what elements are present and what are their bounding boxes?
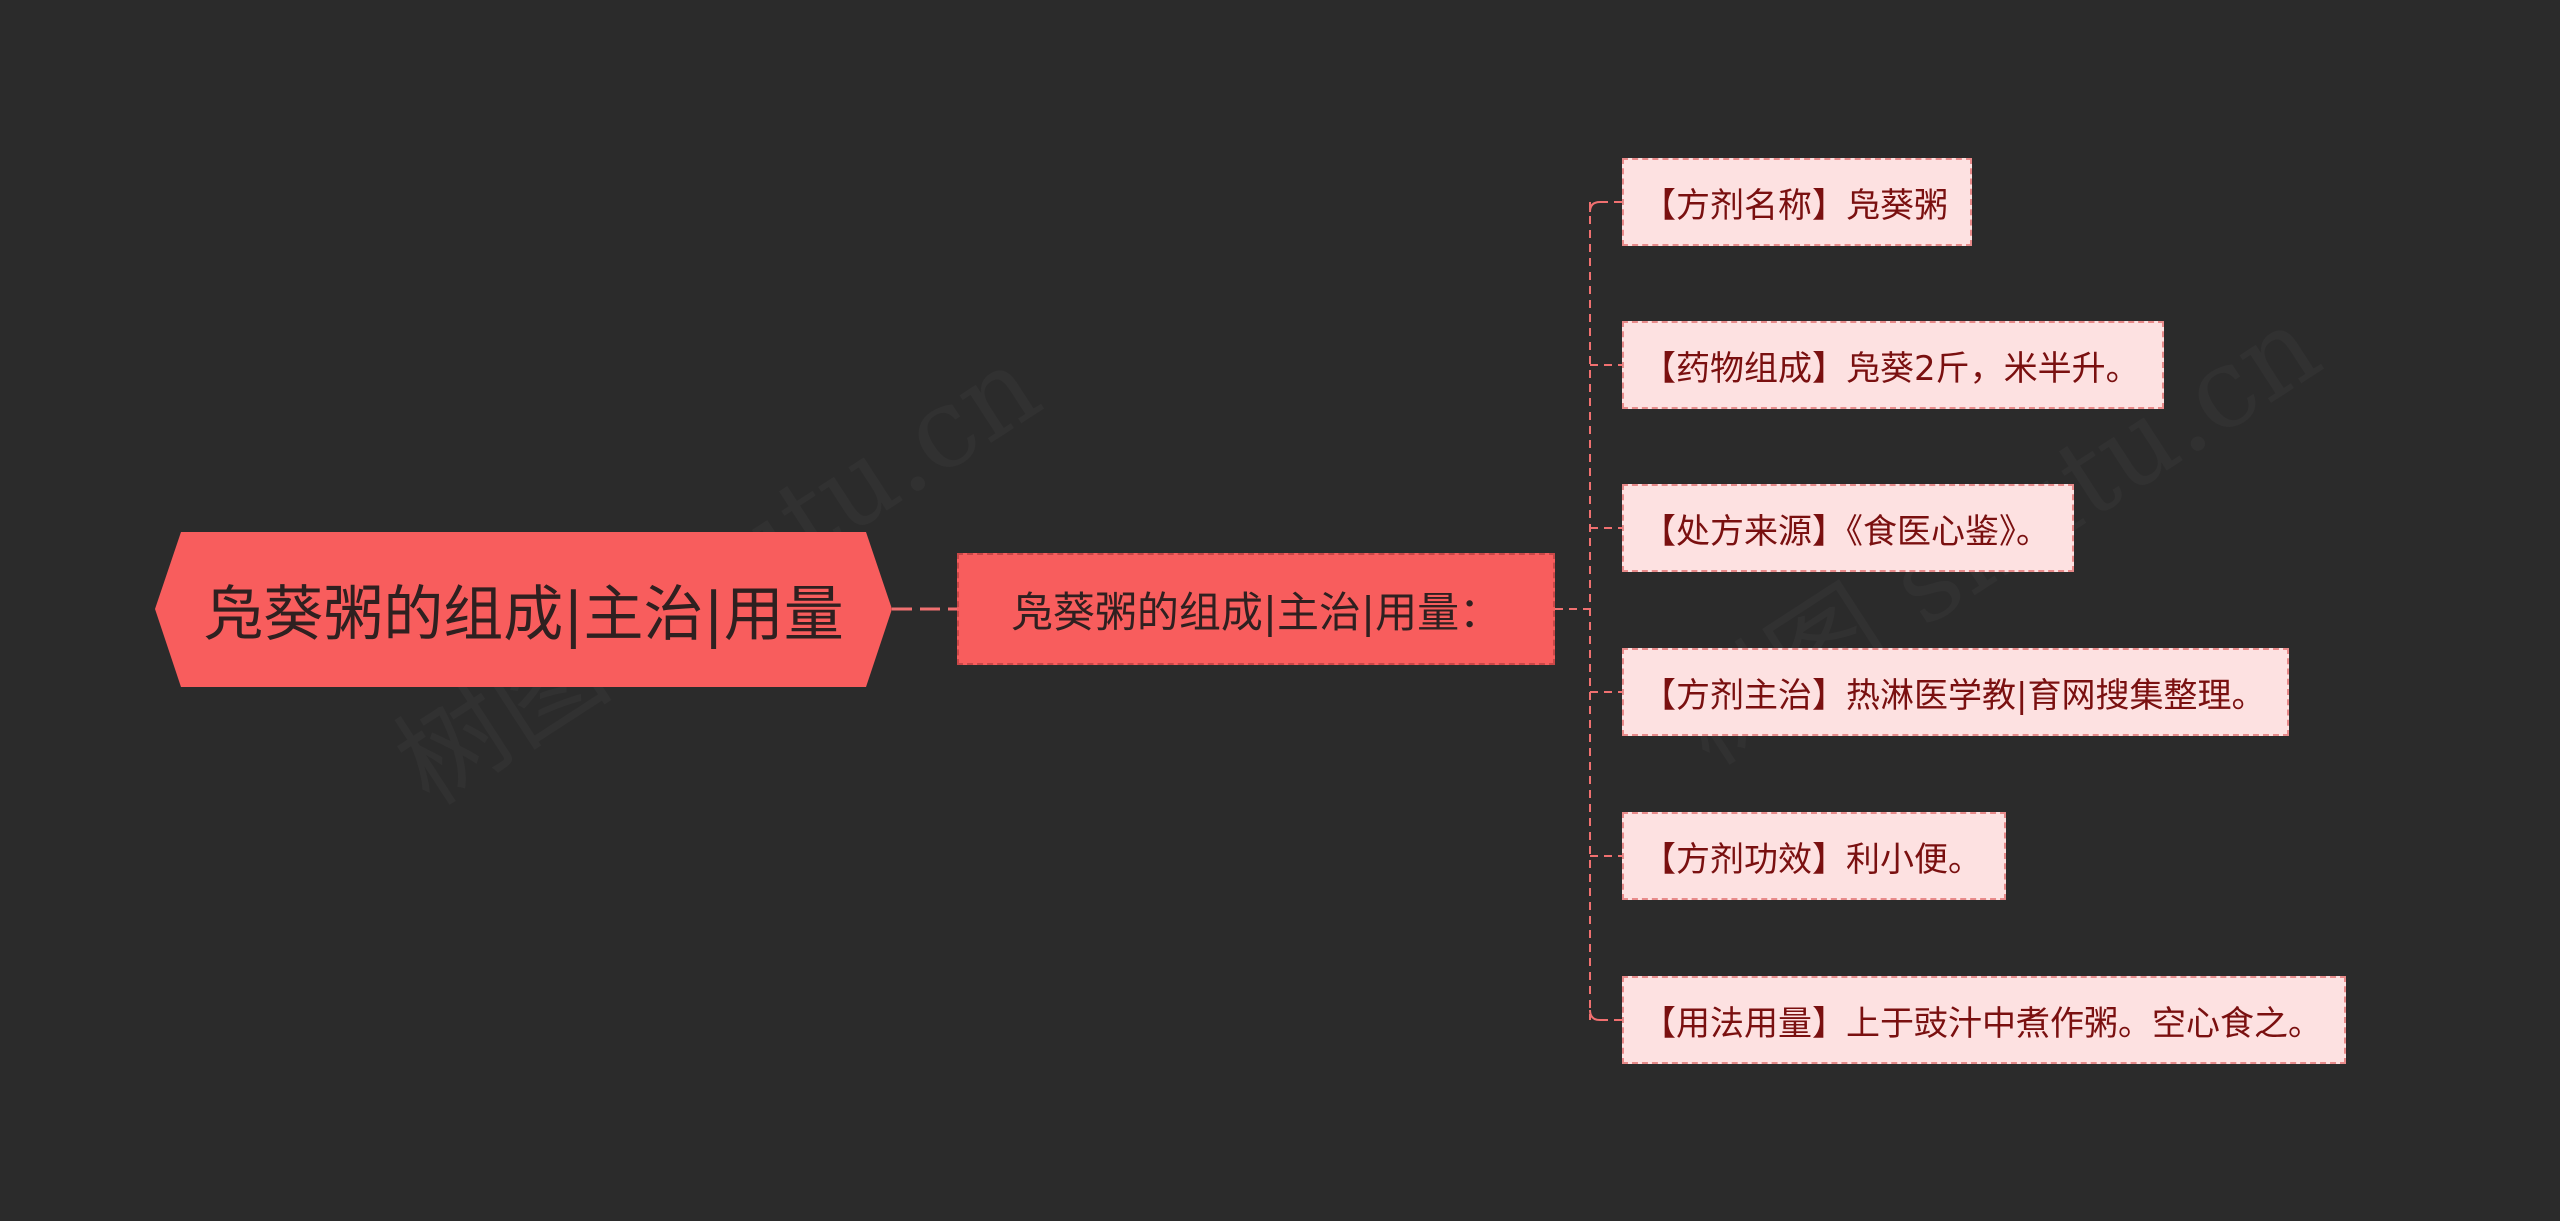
leaf-label: 【方剂名称】凫葵粥	[1642, 185, 1948, 226]
leaf-label: 【处方来源】《食医心鉴》。	[1642, 511, 2050, 552]
leaf-label: 【用法用量】上于豉汁中煮作粥。空心食之。	[1642, 1003, 2322, 1044]
leaf-node-formula-name[interactable]: 【方剂名称】凫葵粥	[1622, 158, 1972, 246]
leaf-node-source[interactable]: 【处方来源】《食医心鉴》。	[1622, 484, 2074, 572]
leaf-label: 【药物组成】凫葵2斤，米半升。	[1642, 348, 2140, 389]
branch-topic-label: 凫葵粥的组成|主治|用量：	[1010, 587, 1502, 637]
leaf-node-composition[interactable]: 【药物组成】凫葵2斤，米半升。	[1622, 321, 2164, 409]
branch-topic-node[interactable]: 凫葵粥的组成|主治|用量：	[957, 553, 1555, 665]
leaf-label: 【方剂主治】热淋医学教|育网搜集整理。	[1642, 675, 2266, 716]
root-hexagon-shape	[155, 532, 892, 687]
root-topic-label: 凫葵粥的组成|主治|用量	[203, 580, 844, 650]
leaf-label: 【方剂功效】利小便。	[1642, 839, 1982, 880]
leaf-node-indications[interactable]: 【方剂主治】热淋医学教|育网搜集整理。	[1622, 648, 2290, 736]
leaf-node-usage[interactable]: 【用法用量】上于豉汁中煮作粥。空心食之。	[1622, 976, 2346, 1064]
spine-top-corner	[1589, 201, 1601, 213]
root-topic-node[interactable]: 凫葵粥的组成|主治|用量	[155, 532, 892, 687]
leaf-node-efficacy[interactable]: 【方剂功效】利小便。	[1622, 812, 2006, 900]
spine-bottom-corner	[1589, 1009, 1601, 1021]
